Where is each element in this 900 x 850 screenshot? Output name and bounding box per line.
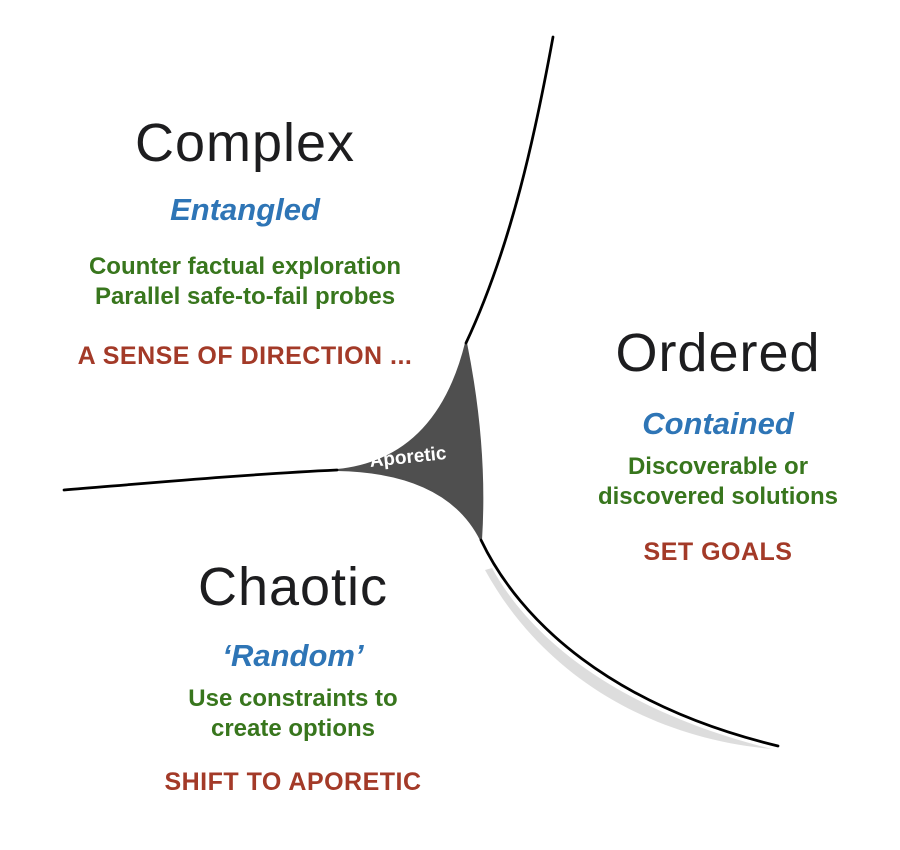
- ordered-subtitle: Contained: [642, 406, 794, 441]
- chaotic-action: SHIFT TO APORETIC: [164, 768, 422, 796]
- top-boundary-curve: [464, 35, 555, 345]
- complex-action: A SENSE OF DIRECTION ...: [77, 342, 413, 370]
- ordered-practices: Discoverable or discovered solutions: [518, 452, 900, 512]
- chaotic-practices: Use constraints to create options: [93, 684, 493, 744]
- chaotic-subtitle: ‘Random’: [222, 638, 364, 673]
- ordered-title: Ordered: [615, 323, 821, 383]
- complex-practice-line-1: Counter factual exploration: [88, 253, 402, 280]
- ordered-action: SET GOALS: [643, 538, 793, 566]
- aporetic-center-shape: [336, 342, 484, 544]
- chaotic-practice-line-1: Use constraints to: [188, 685, 398, 712]
- chaotic-title: Chaotic: [197, 557, 389, 617]
- complex-title: Complex: [134, 113, 356, 173]
- bottom-boundary-curve: [479, 538, 780, 748]
- chaotic-practice-line-2: create options: [210, 715, 376, 742]
- complex-practice-line-2: Parallel safe-to-fail probes: [94, 283, 396, 310]
- bottom-curve-shadow: [485, 568, 772, 749]
- complex-practices: Counter factual exploration Parallel saf…: [25, 252, 465, 312]
- ordered-practice-line-1: Discoverable or: [627, 453, 809, 480]
- left-boundary-curve: [62, 468, 339, 492]
- complex-subtitle: Entangled: [170, 192, 320, 227]
- ordered-practice-line-2: discovered solutions: [597, 483, 839, 510]
